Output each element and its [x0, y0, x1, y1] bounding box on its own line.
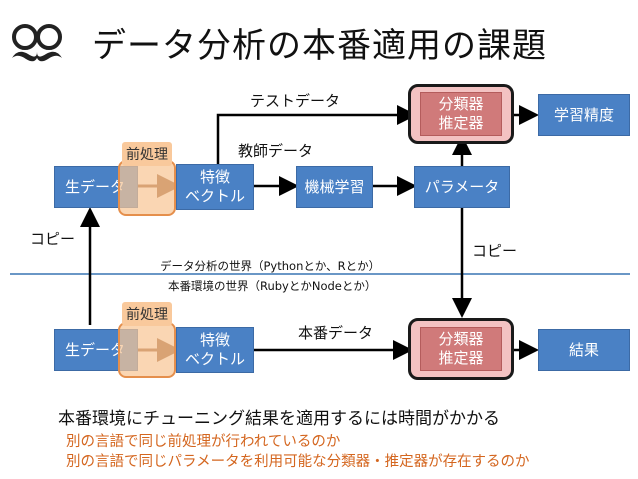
preprocess-label-top: 前処理: [122, 142, 172, 166]
result-label: 結果: [568, 340, 599, 359]
feature-vector-box-bottom: 特徴ベクトル: [176, 327, 254, 373]
result-box: 結果: [538, 329, 630, 371]
raw-data-label-bottom: 生データ: [65, 340, 126, 359]
production-world-label: 本番環境の世界（RubyとかNodeとか）: [168, 279, 377, 293]
feature-vector-label-top: 特徴ベクトル: [184, 168, 245, 205]
raw-data-label-top: 生データ: [65, 177, 126, 196]
sub-note-2: 別の言語で同じパラメータを利用可能な分類器・推定器が存在するのか: [66, 454, 530, 470]
teacher-data-label: 教師データ: [238, 142, 314, 160]
ml-box: 機械学習: [296, 166, 373, 208]
params-label: パラメータ: [424, 177, 500, 196]
test-data-label: テストデータ: [250, 92, 341, 110]
classifier-label-bottom: 分類器推定器: [438, 330, 484, 367]
analysis-world-label: データ分析の世界（Pythonとか、Rとか）: [160, 259, 381, 273]
classifier-box-bottom: 分類器推定器: [420, 327, 502, 371]
feature-vector-label-bottom: 特徴ベクトル: [184, 331, 245, 368]
preprocess-block-bottom: [118, 322, 176, 378]
copy-label-left: コピー: [30, 230, 76, 248]
preprocess-label-bottom: 前処理: [122, 302, 172, 326]
page-title: データ分析の本番適用の課題: [92, 26, 547, 66]
sub-note-1: 別の言語で同じ前処理が行われているのか: [66, 434, 341, 450]
preprocess-block-top: [118, 160, 176, 216]
main-note: 本番環境にチューニング結果を適用するには時間がかかる: [58, 409, 500, 429]
accuracy-box: 学習精度: [538, 94, 630, 136]
mustache-glasses-logo: [12, 24, 62, 62]
classifier-label-top: 分類器推定器: [438, 95, 484, 132]
params-box: パラメータ: [414, 166, 510, 208]
production-data-label: 本番データ: [298, 324, 374, 342]
classifier-box-top: 分類器推定器: [420, 92, 502, 136]
accuracy-label: 学習精度: [553, 105, 614, 124]
ml-label: 機械学習: [304, 177, 365, 196]
copy-label-right: コピー: [472, 242, 518, 260]
feature-vector-box-top: 特徴ベクトル: [176, 164, 254, 210]
arrow-test-data: [216, 105, 417, 165]
